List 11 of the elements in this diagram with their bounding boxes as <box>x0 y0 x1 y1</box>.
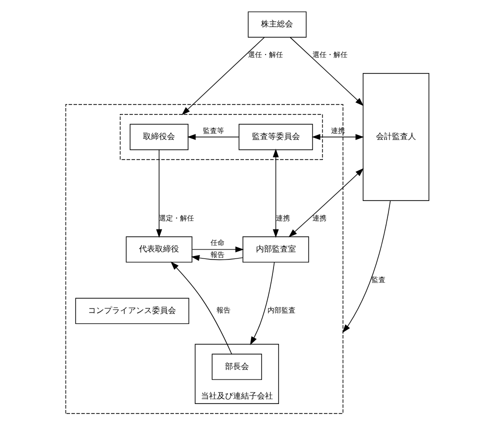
edge-label: 任命 <box>210 238 224 247</box>
edge-label: 監査等 <box>202 125 224 134</box>
edge-label: 連携 <box>330 125 344 134</box>
edge-label: 連携 <box>275 212 290 222</box>
edge-label: 報告 <box>216 305 230 314</box>
edge-label: 選任・解任 <box>312 50 347 59</box>
edge-label: 選任・解任 <box>248 50 283 59</box>
edge-label: 報告 <box>210 250 224 259</box>
edge-label: 連携 <box>312 212 326 222</box>
edge-label: 内部監査 <box>266 305 295 314</box>
edge-label: 監査 <box>370 274 385 284</box>
